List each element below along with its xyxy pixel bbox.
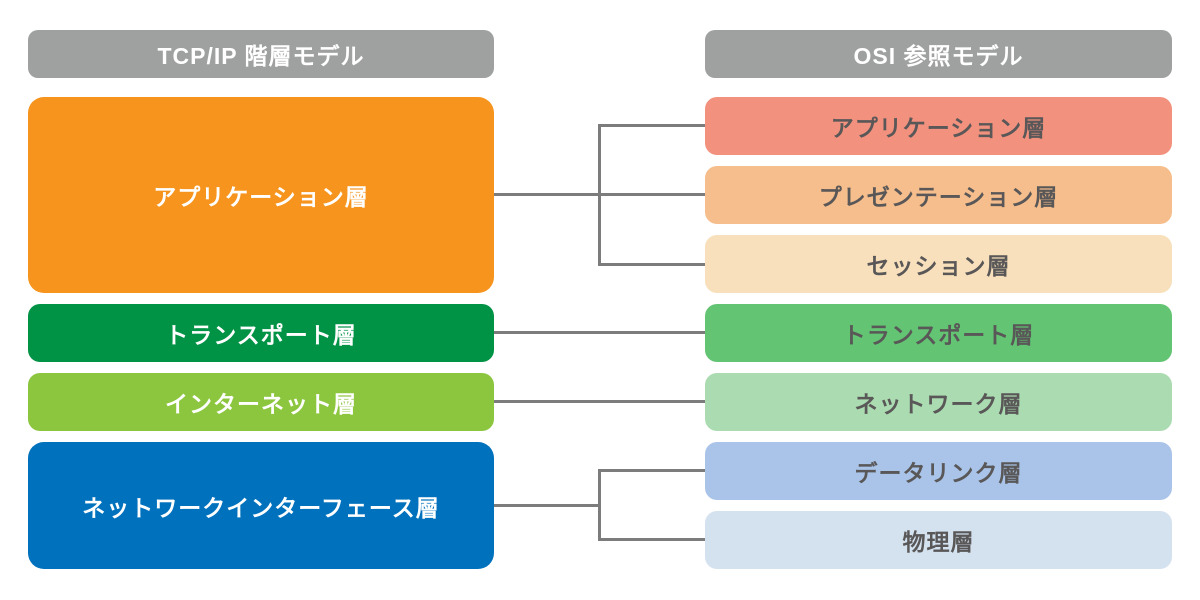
tcpip-transport-layer-box: トランスポート層	[28, 304, 494, 362]
osi-presentation-layer-box: プレゼンテーション層	[705, 166, 1172, 224]
connector-netif-bottom-branch	[598, 538, 705, 541]
tcpip-application-layer-box: アプリケーション層	[28, 97, 494, 293]
osi-physical-layer-box: 物理層	[705, 511, 1172, 569]
tcpip-network-interface-layer-box: ネットワークインターフェース層	[28, 442, 494, 569]
connector-internet-line	[494, 400, 705, 403]
connector-netif-top-branch	[598, 469, 705, 472]
osi-transport-layer-box: トランスポート層	[705, 304, 1172, 362]
connector-netif-vertical-line	[598, 469, 601, 541]
connector-transport-line	[494, 331, 705, 334]
osi-model-header: OSI 参照モデル	[705, 30, 1172, 78]
connector-app-vertical-line	[598, 124, 601, 266]
osi-session-layer-box: セッション層	[705, 235, 1172, 293]
osi-datalink-layer-box: データリンク層	[705, 442, 1172, 500]
connector-netif-main-line	[494, 504, 601, 507]
tcpip-model-header: TCP/IP 階層モデル	[28, 30, 494, 78]
connector-app-top-branch	[598, 124, 705, 127]
osi-network-layer-box: ネットワーク層	[705, 373, 1172, 431]
tcpip-internet-layer-box: インターネット層	[28, 373, 494, 431]
osi-application-layer-box: アプリケーション層	[705, 97, 1172, 155]
connector-app-bottom-branch	[598, 263, 705, 266]
